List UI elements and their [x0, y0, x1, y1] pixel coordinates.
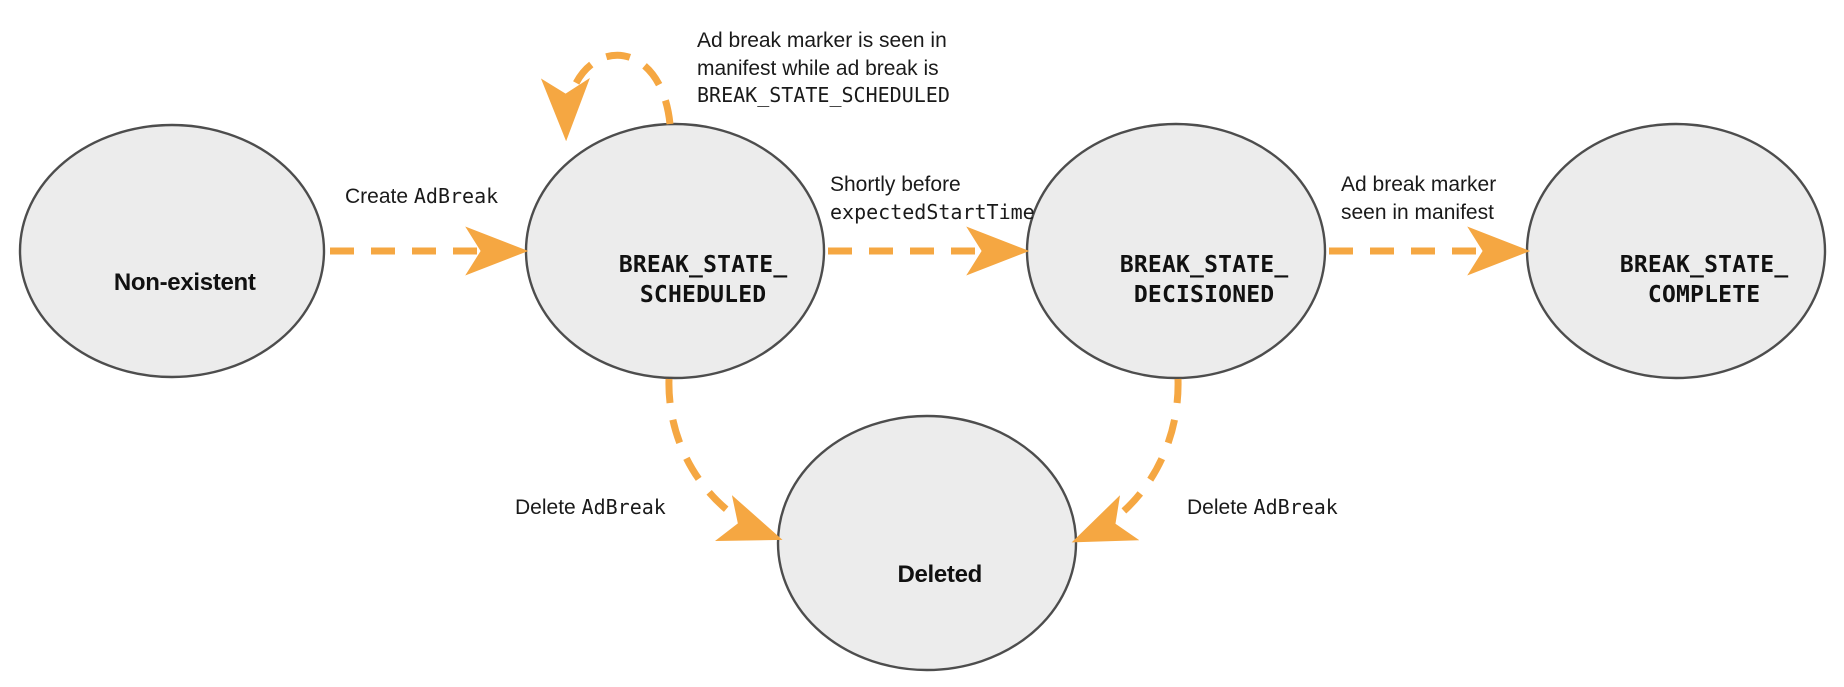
edge-label-delete-adbreak-from-decisioned: Delete AdBreak	[1187, 495, 1338, 519]
node-break-state-decisioned[interactable]	[1025, 122, 1327, 380]
edge-label-create-adbreak: Create AdBreak	[345, 184, 499, 208]
node-shapes	[18, 122, 1827, 672]
edge-delete-adbreak-from-decisioned[interactable]	[1071, 378, 1182, 543]
edge-label-delete-adbreak-from-scheduled: Delete AdBreak	[515, 495, 666, 519]
edge-paths	[330, 51, 1531, 543]
edge-label-shortly-before-expected-start-time: Shortly before expectedStartTime	[830, 173, 1035, 224]
edge-label-marker-seen-in-manifest: Ad break marker seen in manifest	[1341, 173, 1497, 224]
node-non-existent[interactable]	[18, 123, 326, 379]
edge-marker-seen-while-scheduled[interactable]	[540, 51, 674, 142]
edge-delete-adbreak-from-scheduled[interactable]	[665, 378, 783, 542]
node-break-state-complete[interactable]	[1525, 122, 1827, 380]
node-break-state-scheduled[interactable]	[524, 122, 826, 380]
node-deleted[interactable]	[776, 414, 1078, 672]
edge-label-marker-seen-while-scheduled: Ad break marker is seen in manifest whil…	[697, 29, 950, 108]
